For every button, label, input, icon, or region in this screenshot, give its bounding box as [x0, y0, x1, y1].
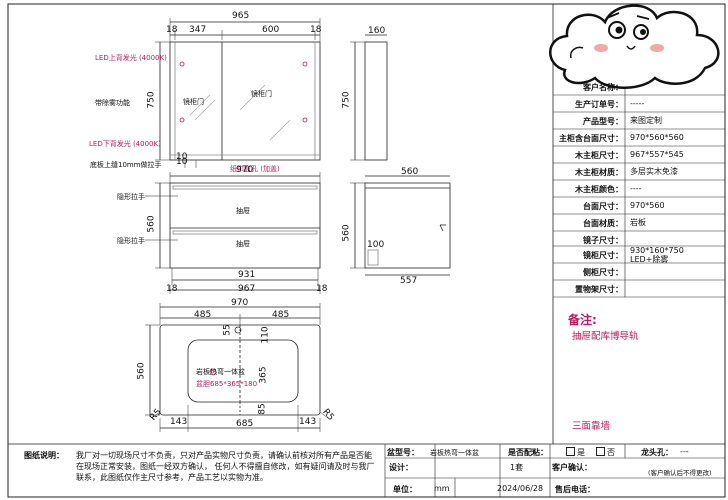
dim-depth-mirror: 160 — [368, 26, 386, 36]
defog-label: 带除雾功能 — [95, 99, 130, 107]
dim-top-width: 970 — [231, 298, 249, 308]
dim-width-mirror: 965 — [232, 11, 250, 21]
footer-no-option[interactable]: 否 — [596, 447, 615, 458]
dim-width-vanity: 970 — [236, 165, 254, 175]
door-left-label: 镜柜门 — [183, 98, 204, 106]
dim-side-height: 560 — [341, 224, 352, 242]
drawer-1-label: 抽屉 — [236, 207, 250, 215]
handle-1-label: 隐形拉手 — [117, 193, 145, 201]
footer-aftersales-label: 售后电话： — [555, 485, 595, 494]
footer-basin-label: 盆型号： — [387, 448, 419, 457]
spec-row-label: 镜子尺寸： — [583, 236, 623, 245]
checkbox-no[interactable] — [596, 447, 605, 456]
led-top-label: LED上背发光 (4000K) — [95, 54, 167, 62]
footer-unit-label: 单位： — [393, 485, 417, 494]
footer-basin-value: 岩板热弯一体盆 — [430, 449, 479, 457]
notes-title: 备注: — [568, 313, 597, 327]
dim-18-bottom-right: 18 — [316, 284, 328, 294]
spec-row-label: 生产订单号： — [575, 100, 623, 109]
dim-685: 685 — [236, 419, 254, 429]
footer-sink-label: 是否配粘： — [508, 448, 548, 457]
basin-label: 岩板热弯一体盆 — [196, 368, 245, 376]
led-bottom-label: LED下背发光 (4000K) — [89, 140, 161, 148]
notes-line-2: 三面靠墙 — [572, 421, 611, 432]
dim-485-right: 485 — [272, 310, 290, 320]
spec-row-value: 970*560 — [630, 201, 665, 210]
dim-143-left: 143 — [170, 417, 188, 427]
dim-bottom-10b: 10 — [176, 152, 188, 162]
spec-row-label: 木主柜材质： — [575, 168, 623, 177]
dim-18-bottom-left: 18 — [166, 284, 178, 294]
footer-yes-option[interactable]: 是 — [566, 447, 585, 458]
footer-desc-label: 图纸说明： — [24, 451, 64, 460]
dim-600: 600 — [262, 25, 280, 35]
footer-desc-text: 我厂对一切现场尺寸不负责，只对产品实物尺寸负责，请确认前核对所有产品是否能在现场… — [76, 451, 375, 482]
footer-confirm-note: (客户确认后不得更改) — [648, 469, 712, 477]
spec-row-value: 来图定制 — [630, 116, 662, 125]
spec-row-label: 主柜含台面尺寸： — [559, 134, 623, 143]
footer-date: 2024/06/28 — [497, 484, 544, 493]
spec-row-label: 产品型号： — [583, 117, 623, 126]
dim-485-left: 485 — [194, 310, 212, 320]
spec-row-label: 镜柜尺寸： — [583, 251, 623, 260]
dim-557: 557 — [400, 276, 418, 286]
dim-100: 100 — [367, 240, 385, 250]
dim-18-right: 18 — [310, 25, 322, 35]
spec-row-value: ---- — [630, 184, 642, 193]
dim-top-height: 560 — [136, 362, 147, 380]
spec-row-value: 多层实木免漆 — [630, 167, 678, 176]
footer-design-label: 设计： — [389, 463, 413, 472]
dim-365: 365 — [258, 366, 269, 384]
notes-line-1: 抽屉配库博导轨 — [572, 331, 639, 342]
footer-qty: 1套 — [510, 463, 524, 472]
spec-row-value: 970*560*560 — [630, 133, 684, 142]
drawer-2-label: 抽屉 — [236, 240, 250, 248]
handle-2-label: 隐形拉手 — [117, 237, 145, 245]
footer-faucet-label: 龙头孔： — [641, 448, 673, 457]
spec-row-label: 木主柜尺寸： — [575, 151, 623, 160]
spec-row-value: ----- — [630, 99, 645, 108]
dim-143-right: 143 — [299, 417, 317, 427]
dim-18-left: 18 — [166, 25, 178, 35]
dim-bottom-10a: 10 — [176, 157, 188, 167]
spec-row-label: 侧柜尺寸： — [583, 268, 623, 277]
dim-967: 967 — [238, 284, 256, 294]
spec-row-label: 客户名称： — [583, 83, 623, 92]
spec-row-label: 台面材质： — [583, 219, 623, 228]
spec-row-value: 967*557*545 — [630, 150, 684, 159]
bottom-plate-label: 底板上缝10mm做拉手 — [90, 161, 162, 169]
door-right-label: 镜柜门 — [251, 90, 272, 98]
spec-row-label: 木主柜颜色： — [575, 185, 623, 194]
checkbox-yes[interactable] — [566, 447, 575, 456]
footer-faucet-value: --- — [680, 447, 689, 456]
spec-row-label: 置物架尺寸： — [575, 285, 623, 294]
footer-confirm-label: 客户确认： — [552, 463, 592, 472]
dim-side-width: 560 — [401, 167, 419, 177]
dim-55: 55 — [222, 324, 233, 336]
dim-931: 931 — [238, 270, 256, 280]
dim-110: 110 — [260, 326, 271, 344]
dim-height-mirror: 750 — [146, 91, 157, 109]
footer-unit-value: mm — [434, 484, 450, 493]
dim-347: 347 — [189, 25, 207, 35]
basin-size-label: 盆胆685*365*180 — [196, 380, 258, 388]
cloud-doodle-icon — [549, 4, 720, 89]
tissue-hole-label: 纸巾盒孔 (加盖) — [230, 165, 280, 173]
dim-85: 85 — [257, 403, 268, 415]
spec-row-value: 岩板 — [630, 218, 646, 227]
dim-height-vanity: 560 — [146, 215, 157, 233]
dim-height-mirror-side: 750 — [341, 91, 352, 109]
spec-row-label: 台面尺寸： — [583, 202, 623, 211]
spec-row-value: 930*160*750 LED+除雾 — [630, 246, 684, 264]
